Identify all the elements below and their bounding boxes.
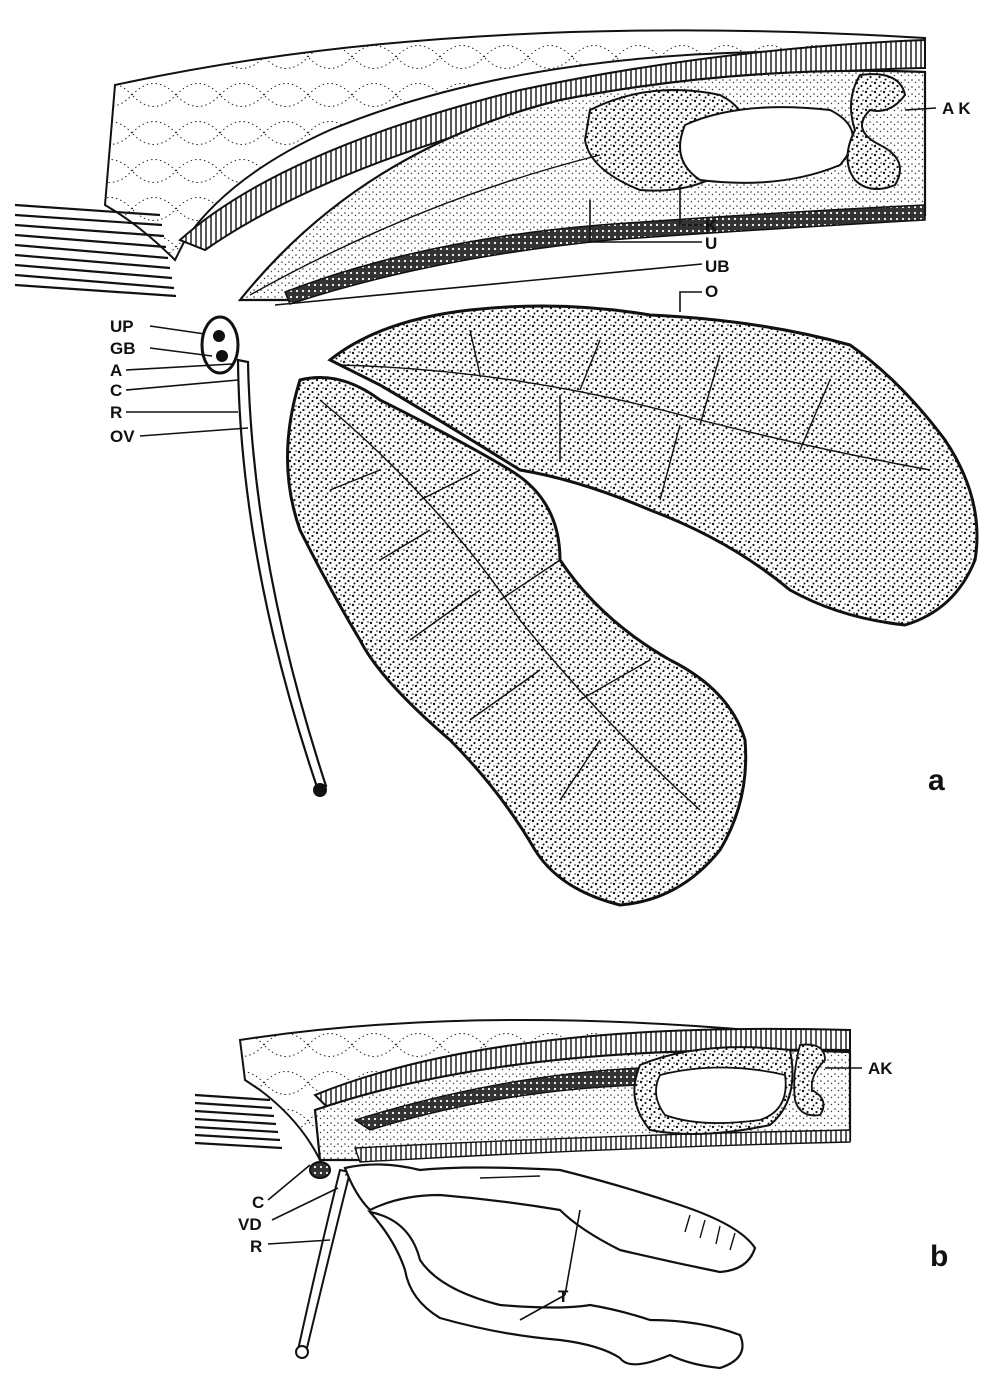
cloaca-b (310, 1162, 330, 1178)
panel-label-a: a (928, 764, 945, 797)
label-r-a: R (110, 403, 122, 422)
fin-rays-b (195, 1095, 282, 1148)
bladder-b (656, 1068, 786, 1124)
label-c-b: C (252, 1193, 264, 1212)
figure-b: AK C VD R T b (195, 1020, 948, 1368)
label-ub-a: UB (705, 257, 730, 276)
label-vd-b: VD (238, 1215, 262, 1234)
label-ak-b: AK (868, 1059, 893, 1078)
panel-label-b: b (930, 1240, 948, 1273)
label-a-a: A (110, 361, 122, 380)
label-u-a: U (705, 234, 717, 253)
label-up-a: UP (110, 317, 134, 336)
label-t-b: T (558, 1287, 569, 1306)
label-ov-a: OV (110, 427, 135, 446)
label-k-a: K (705, 216, 718, 235)
label-ak-a: A K (942, 99, 971, 118)
label-o-a: O (705, 282, 718, 301)
label-gb-a: GB (110, 339, 136, 358)
rectum-b (298, 1170, 350, 1352)
label-r-b: R (250, 1237, 262, 1256)
figure-a: A K K U UB O UP GB A C R OV a (15, 30, 977, 905)
rectum-end-a (313, 783, 327, 797)
label-c-a: C (110, 381, 122, 400)
